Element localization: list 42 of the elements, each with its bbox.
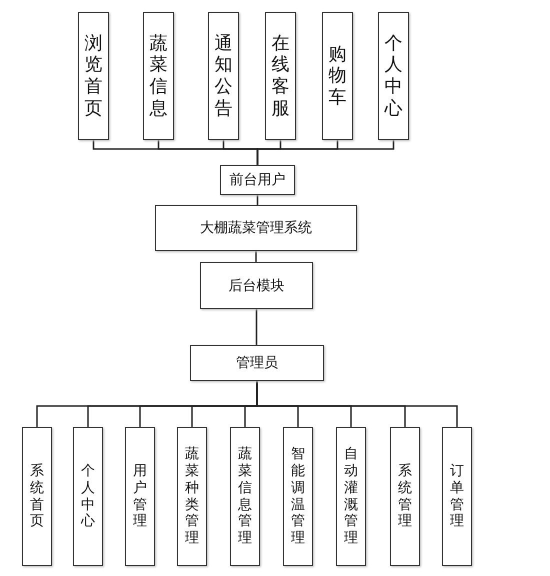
module-box: [78, 12, 109, 140]
module-label: 在线客服: [272, 32, 290, 120]
module-label: 蔬菜种类管理: [185, 446, 199, 547]
module-box: [390, 427, 420, 566]
module-box: [190, 345, 324, 381]
module-box: [155, 205, 357, 251]
module-label: 个人中心: [384, 32, 402, 120]
module-label: 后台模块: [228, 276, 284, 294]
connector-line: [256, 140, 394, 165]
connector-line: [256, 195, 258, 205]
module-box: [378, 12, 409, 140]
module-box: [22, 427, 52, 566]
module-label: 大棚蔬菜管理系统: [200, 219, 312, 237]
connector-line: [255, 251, 257, 262]
module-label: 个人中心: [81, 462, 95, 530]
module-label: 蔬菜信息管理: [238, 446, 252, 547]
module-box: [265, 12, 296, 140]
module-box: [322, 12, 353, 140]
module-label: 前台用户: [230, 171, 286, 189]
module-label: 管理员: [236, 354, 278, 372]
module-label: 通知公告: [214, 32, 232, 120]
module-box: [200, 262, 313, 309]
module-label: 蔬菜信息: [150, 32, 168, 120]
module-box: [143, 12, 174, 140]
module-box: [336, 427, 366, 566]
connector-line: [256, 309, 258, 345]
module-label: 系统首页: [30, 462, 44, 530]
module-box: [73, 427, 103, 566]
module-label: 购物车: [328, 44, 346, 108]
module-label: 自动灌溉管理: [344, 446, 358, 547]
module-label: 系统管理: [398, 462, 412, 530]
module-label: 智能调温管理: [291, 446, 305, 547]
module-box: [177, 427, 207, 566]
module-box: [230, 427, 260, 566]
module-box: [442, 427, 472, 566]
module-box: [220, 165, 295, 195]
module-label: 用户管理: [133, 462, 147, 530]
module-box: [125, 427, 155, 566]
module-label: 订单管理: [450, 462, 464, 530]
module-label: 浏览首页: [84, 32, 102, 120]
module-box: [283, 427, 313, 566]
module-box: [208, 12, 239, 140]
